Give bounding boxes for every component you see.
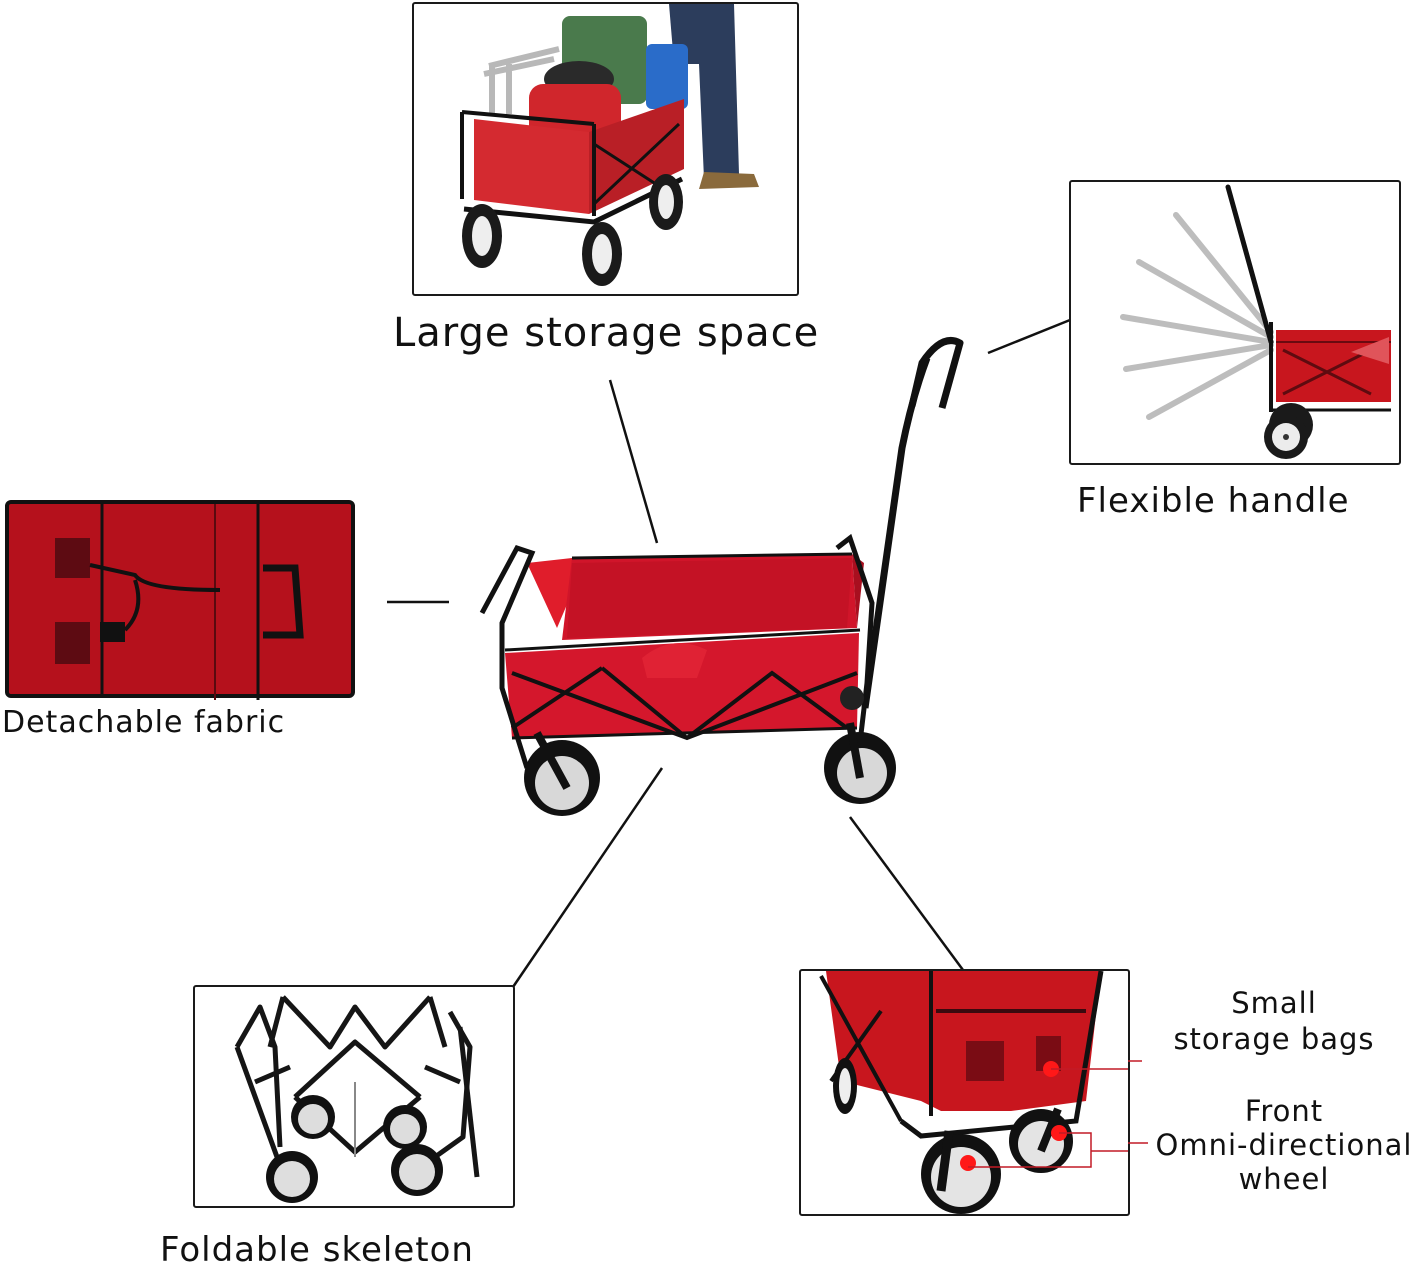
pockets-wheels-illustration <box>819 971 1128 1214</box>
caption-detachable-fabric: Detachable fabric <box>2 705 286 740</box>
annotation-line: Small <box>1231 986 1317 1020</box>
detachable-fabric-image <box>5 500 355 700</box>
detail-closeup-image-frame <box>799 969 1130 1216</box>
annotation-small-storage-bags: Small storage bags <box>1150 985 1398 1057</box>
handle-angles-illustration <box>1120 184 1391 459</box>
caption-large-storage-space: Large storage space <box>393 310 820 356</box>
fabric-liner-illustration <box>5 500 355 700</box>
caption-foldable-skeleton: Foldable skeleton <box>160 1230 474 1270</box>
flexible-handle-image-frame <box>1069 180 1401 465</box>
folding-wagon-illustration <box>479 337 964 816</box>
annotation-line: storage bags <box>1173 1022 1375 1056</box>
annotation-line: wheel <box>1238 1162 1330 1196</box>
folded-frame-illustration <box>234 995 480 1203</box>
foldable-skeleton-image-frame <box>193 985 515 1208</box>
caption-flexible-handle: Flexible handle <box>1077 481 1350 521</box>
annotation-front-omni-wheel: Front Omni-directional wheel <box>1145 1094 1422 1196</box>
annotation-line: Front <box>1244 1094 1324 1128</box>
large-storage-image-frame <box>412 2 799 296</box>
loaded-wagon-illustration <box>460 4 759 286</box>
annotation-line: Omni-directional <box>1155 1128 1413 1162</box>
center-wagon-image <box>472 328 972 823</box>
